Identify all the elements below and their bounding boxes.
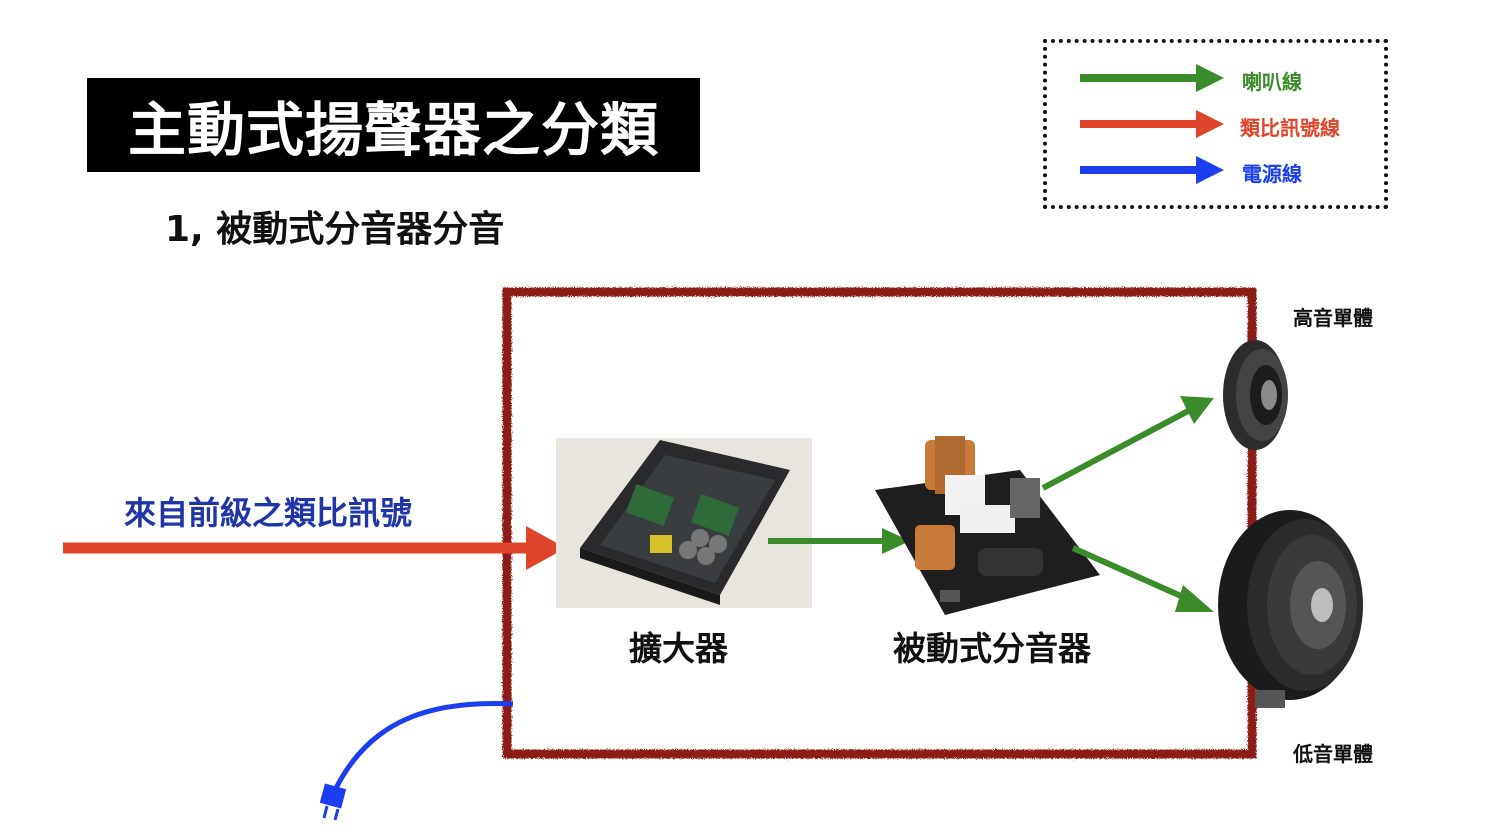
- legend-label-signal-wire: 類比訊號線: [1240, 116, 1340, 140]
- woofer-image: [1218, 510, 1363, 708]
- legend: [1043, 39, 1388, 209]
- tweeter-label: 高音單體: [1293, 306, 1373, 330]
- crossover-to-woofer-arrow: [1071, 545, 1214, 612]
- amplifier-label: 擴大器: [629, 629, 728, 668]
- legend-label-speaker-wire: 喇叭線: [1242, 70, 1302, 94]
- input-signal-label: 來自前級之類比訊號: [124, 494, 413, 532]
- crossover-image: [875, 436, 1100, 615]
- legend-arrow-signal-wire: [1080, 110, 1224, 138]
- legend-arrow-speaker-wire: [1080, 64, 1224, 92]
- input-signal-arrow: [63, 526, 566, 570]
- amplifier-image: [556, 438, 812, 608]
- legend-arrow-power-wire: [1080, 156, 1224, 184]
- section-subtitle: 1, 被動式分音器分音: [165, 209, 505, 250]
- crossover-label: 被動式分音器: [893, 629, 1091, 668]
- page-title: 主動式揚聲器之分類: [87, 78, 700, 172]
- enclosure-border: [502, 287, 1257, 759]
- crossover-to-tweeter-arrow: [1041, 396, 1214, 491]
- legend-label-power-wire: 電源線: [1242, 162, 1302, 186]
- amp-to-crossover-arrow: [768, 528, 910, 554]
- power-cable: [319, 701, 514, 821]
- tweeter-image: [1223, 340, 1288, 450]
- woofer-label: 低音單體: [1293, 742, 1373, 766]
